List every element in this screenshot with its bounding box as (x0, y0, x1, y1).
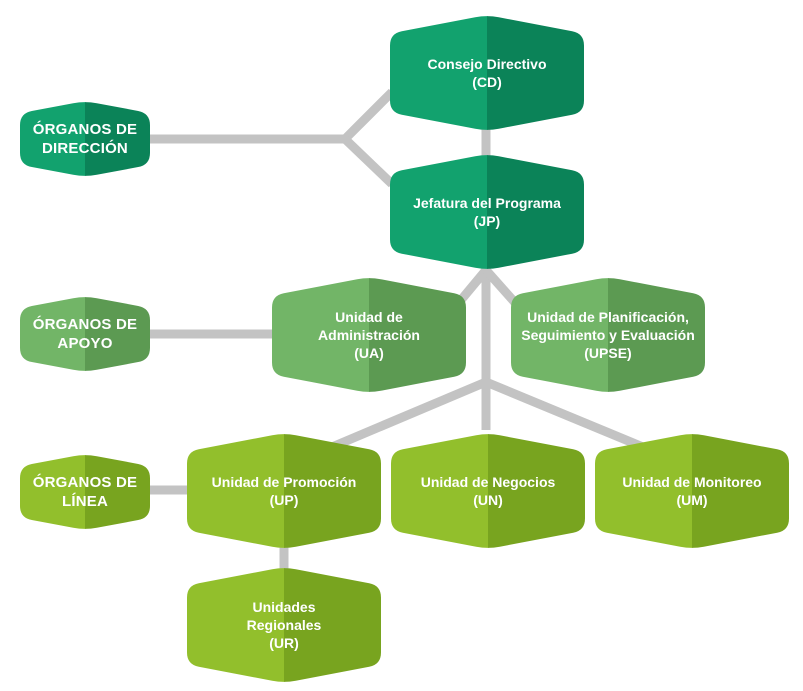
organos-linea-hex: ÓRGANOS DE LÍNEA (20, 454, 150, 530)
connector-trunk-up (330, 377, 488, 452)
organos-linea-line-2: LÍNEA (62, 493, 108, 510)
hex-left-half (390, 16, 488, 130)
unidad-administracion-line-1: Unidad de (335, 309, 403, 325)
hex-right-half (487, 16, 584, 130)
unidad-administracion-abbr: (UA) (354, 345, 384, 361)
organos-apoyo-hex: ÓRGANOS DE APOYO (20, 296, 150, 372)
hex-right-half (85, 455, 150, 529)
hex-right-half (692, 434, 789, 548)
unidad-administracion-node: Unidad de Administración (UA) (272, 277, 466, 393)
unidad-promocion-abbr: (UP) (269, 492, 299, 508)
unidad-administracion-line-2: Administración (318, 327, 420, 343)
hex-left-half (20, 297, 86, 371)
organos-direccion-hex: ÓRGANOS DE DIRECCIÓN (20, 101, 150, 177)
organos-direccion-line-2: DIRECCIÓN (42, 140, 128, 157)
unidad-planificacion-line-1: Unidad de Planificación, (527, 309, 689, 325)
hex-left-half (511, 278, 609, 392)
hex-left-half (187, 568, 285, 682)
jefatura-programa-abbr: (JP) (473, 213, 501, 229)
hex-right-half (85, 297, 150, 371)
unidad-monitoreo-abbr: (UM) (676, 492, 708, 508)
connector-trunk-um (484, 377, 645, 452)
jefatura-programa-name: Jefatura del Programa (413, 195, 561, 211)
hex-right-half (608, 278, 705, 392)
hex-left-half (390, 155, 488, 269)
unidad-promocion-name: Unidad de Promoción (211, 474, 357, 490)
organos-apoyo-line-2: APOYO (57, 335, 113, 352)
unidad-planificacion-line-2: Seguimiento y Evaluación (521, 327, 695, 343)
consejo-directivo-abbr: (CD) (472, 74, 502, 90)
hex-right-half (284, 568, 381, 682)
unidad-monitoreo-node: Unidad de Monitoreo (UM) (595, 433, 789, 549)
unidades-regionales-line-2: Regionales (246, 617, 322, 633)
hex-left-half (391, 434, 489, 548)
organos-direccion-line-1: ÓRGANOS DE (32, 121, 138, 138)
connector-branch-jp (341, 135, 396, 188)
organos-linea-line-1: ÓRGANOS DE (32, 474, 138, 491)
consejo-directivo-name: Consejo Directivo (427, 56, 547, 72)
unidad-planificacion-abbr: (UPSE) (584, 345, 632, 361)
hex-right-half (284, 434, 381, 548)
unidad-negocios-name: Unidad de Negocios (420, 474, 556, 490)
unidad-planificacion-node: Unidad de Planificación, Seguimiento y E… (511, 277, 705, 393)
connector-branch-cd (341, 88, 396, 143)
hex-left-half (187, 434, 285, 548)
jefatura-programa-node: Jefatura del Programa (JP) (390, 154, 584, 270)
consejo-directivo-node: Consejo Directivo (CD) (390, 15, 584, 131)
unidad-negocios-node: Unidad de Negocios (UN) (391, 433, 585, 549)
unidad-negocios-abbr: (UN) (473, 492, 503, 508)
hex-left-half (20, 455, 86, 529)
unidad-promocion-node: Unidad de Promoción (UP) (187, 433, 381, 549)
hex-left-half (20, 102, 86, 176)
unidades-regionales-line-1: Unidades (252, 599, 316, 615)
hex-left-half (595, 434, 693, 548)
hex-right-half (488, 434, 585, 548)
hex-right-half (369, 278, 466, 392)
organos-apoyo-line-1: ÓRGANOS DE (32, 316, 138, 333)
hex-left-half (272, 278, 370, 392)
unidades-regionales-abbr: (UR) (269, 635, 299, 651)
unidad-monitoreo-name: Unidad de Monitoreo (622, 474, 762, 490)
hex-right-half (487, 155, 584, 269)
unidades-regionales-node: Unidades Regionales (UR) (187, 567, 381, 683)
hex-right-half (85, 102, 150, 176)
